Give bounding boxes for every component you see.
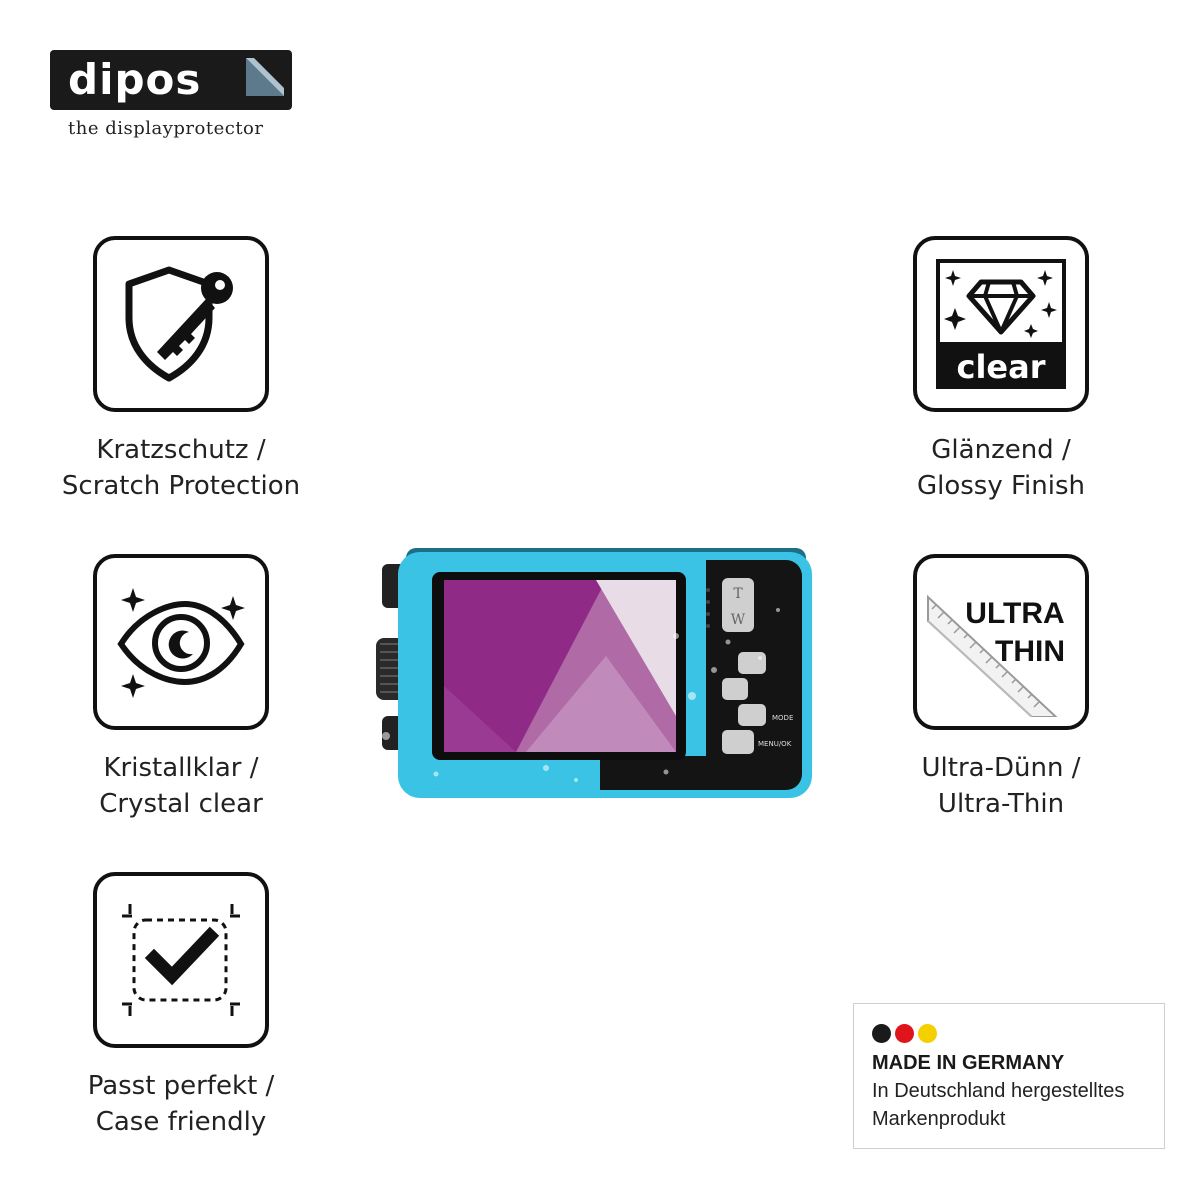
menu-label: MENU/OK [758,740,792,748]
feature-caption-en: Crystal clear [99,789,263,819]
feature-icon-box [93,554,269,730]
shield-key-icon [125,266,233,382]
feature-caption-de: Glänzend / [931,435,1071,465]
ruler-icon: ULTRA THIN [927,594,1065,717]
feature-caption-en: Scratch Protection [61,471,301,501]
camera-product-image: T W MODE MENU/OK [376,548,812,798]
feature-glossy-finish: clear Glänzend / Glossy Finish [871,236,1131,504]
diamond-clear-icon: clear [936,259,1066,389]
feature-icon-box: ULTRA THIN [913,554,1089,730]
feature-ultra-thin: ULTRA THIN Ultra-Dünn / Ultra-Thin [871,554,1131,822]
flag-dot-black [872,1024,891,1043]
feature-icon-box: clear [913,236,1089,412]
page-fold-icon [246,58,284,96]
feature-crystal-clear: Kristallklar / Crystal clear [51,554,311,822]
brand-logo: dipos the displayprotector [50,50,292,139]
flag-dot-gold [918,1024,937,1043]
feature-caption-de: Kristallklar / [103,753,259,783]
thin-label: THIN [995,635,1065,668]
clear-label: clear [956,348,1045,386]
feature-scratch-protection: Kratzschutz / Scratch Protection [51,236,311,504]
ultra-label: ULTRA [965,597,1064,630]
feature-caption-de: Kratzschutz / [96,435,266,465]
feature-caption-de: Passt perfekt / [87,1071,275,1101]
mode-label: MODE [772,714,793,722]
feature-caption-de: Ultra-Dünn / [921,753,1081,783]
feature-case-friendly: Passt perfekt / Case friendly [51,872,311,1140]
eye-sparkle-icon [117,588,245,698]
feature-icon-box [93,872,269,1048]
frame-check-icon [122,904,240,1016]
made-in-title: MADE IN GERMANY [872,1052,1065,1074]
logo-tagline: the displayprotector [68,118,264,139]
logo-badge: dipos [50,50,292,110]
made-in-germany-badge: MADE IN GERMANY In Deutschland hergestel… [853,1003,1165,1149]
zoom-w-label: W [731,612,746,628]
zoom-t-label: T [733,586,743,602]
feature-caption-en: Glossy Finish [916,471,1086,501]
made-in-line-2: Markenprodukt [872,1108,1006,1130]
german-flag-dots [872,1024,937,1043]
feature-caption-en: Case friendly [95,1107,267,1137]
flag-dot-red [895,1024,914,1043]
feature-icon-box [93,236,269,412]
logo-text: dipos [68,55,202,104]
feature-caption-en: Ultra-Thin [937,789,1065,819]
made-in-line-1: In Deutschland hergestelltes [872,1080,1125,1102]
